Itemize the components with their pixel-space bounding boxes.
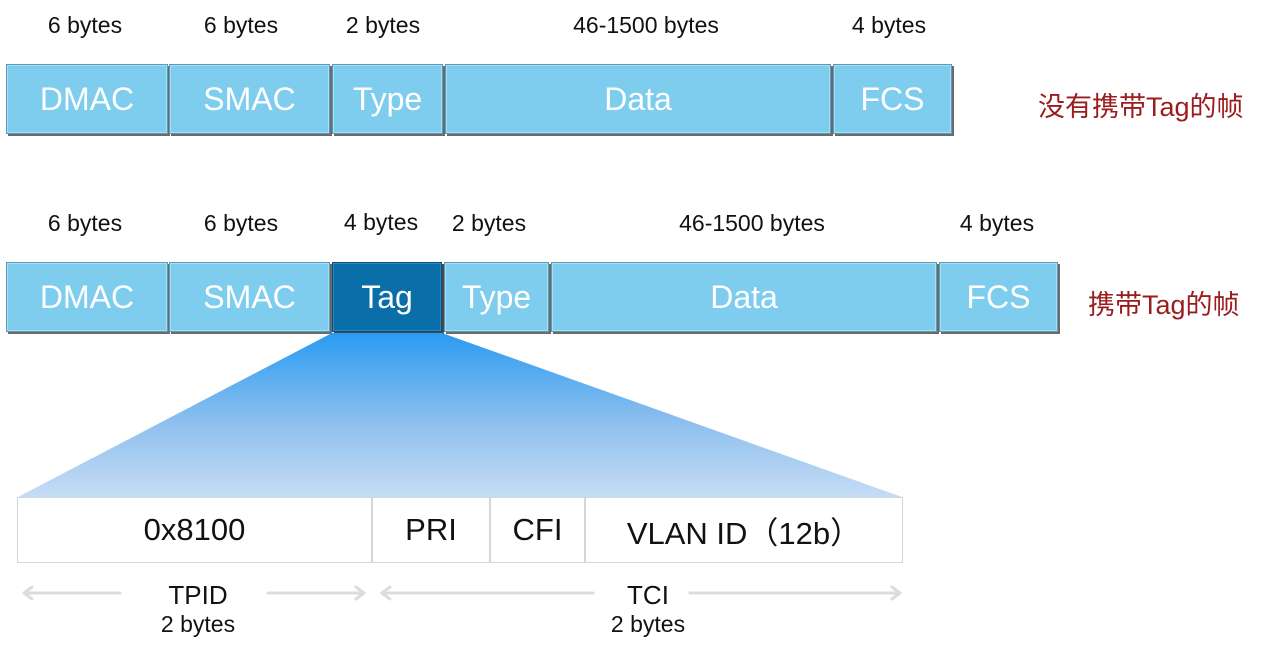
size-label-tag: 4 bytes bbox=[343, 209, 419, 235]
field-fcs: FCS bbox=[939, 262, 1058, 332]
tpid-value-cell: 0x8100 bbox=[17, 497, 372, 563]
field-dmac: DMAC bbox=[6, 262, 168, 332]
size-label-smac: 6 bytes bbox=[203, 12, 279, 38]
field-data: Data bbox=[551, 262, 937, 332]
tci-name: TCI bbox=[627, 580, 669, 610]
size-label-type: 2 bytes bbox=[451, 210, 527, 236]
vlan-id-cell: VLAN ID（12b） bbox=[585, 497, 903, 563]
field-smac: SMAC bbox=[169, 64, 330, 134]
field-type: Type bbox=[332, 64, 443, 134]
tagged-frame-caption: 携带Tag的帧 bbox=[1088, 290, 1240, 320]
field-dmac: DMAC bbox=[6, 64, 168, 134]
tpid-size: 2 bytes bbox=[160, 611, 236, 637]
field-fcs: FCS bbox=[833, 64, 952, 134]
tpid-name: TPID bbox=[168, 580, 228, 610]
size-label-dmac: 6 bytes bbox=[47, 12, 123, 38]
size-label-fcs: 4 bytes bbox=[851, 12, 927, 38]
field-type: Type bbox=[444, 262, 549, 332]
untagged-frame-caption: 没有携带Tag的帧 bbox=[1038, 92, 1244, 122]
size-label-data: 46-1500 bytes bbox=[679, 210, 825, 236]
pri-cell: PRI bbox=[372, 497, 490, 563]
size-label-type: 2 bytes bbox=[345, 12, 421, 38]
tci-group-label: TCI 2 bytes bbox=[611, 580, 685, 638]
size-label-data: 46-1500 bytes bbox=[573, 12, 719, 38]
tci-size: 2 bytes bbox=[610, 611, 686, 637]
field-data: Data bbox=[445, 64, 831, 134]
tpid-group-label: TPID 2 bytes bbox=[161, 580, 235, 638]
field-smac: SMAC bbox=[169, 262, 330, 332]
size-label-dmac: 6 bytes bbox=[47, 210, 123, 236]
field-tag: Tag bbox=[332, 262, 442, 332]
size-label-fcs: 4 bytes bbox=[959, 210, 1035, 236]
cfi-cell: CFI bbox=[490, 497, 585, 563]
size-label-smac: 6 bytes bbox=[203, 210, 279, 236]
